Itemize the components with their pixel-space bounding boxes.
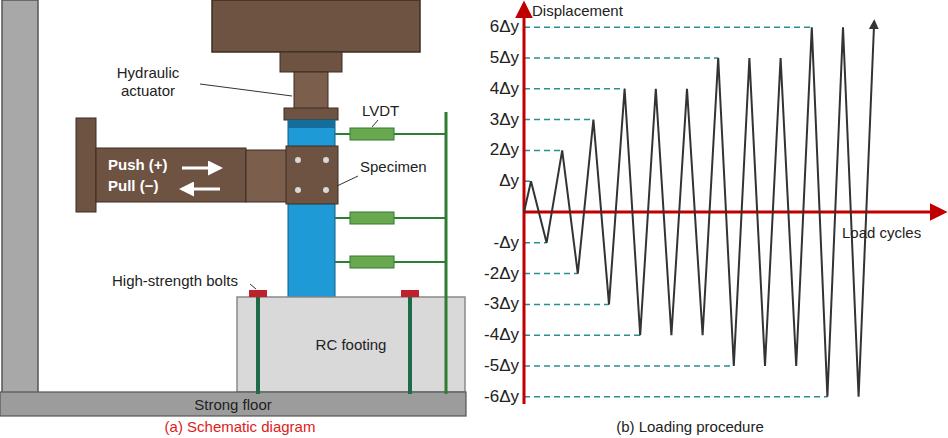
tick-label: 6Δy <box>490 17 519 37</box>
actuator-arm: Push (+)Pull (−) <box>96 148 246 202</box>
node-text: RC footing <box>316 334 387 355</box>
tick-label: -4Δy <box>484 325 519 345</box>
loading-clamp <box>246 150 290 202</box>
lvdt-sensors <box>335 128 446 268</box>
wall-plate <box>76 118 96 212</box>
pull-arrow <box>182 188 220 191</box>
horizontal-actuator <box>96 148 246 202</box>
bolt-nut <box>249 290 267 297</box>
part-label: High-strength bolts <box>112 272 238 290</box>
lvdt-stand <box>445 112 448 394</box>
vertical-actuator-rod <box>294 72 328 112</box>
panel-caption: (b) Loading procedure <box>616 418 764 436</box>
tick-label: 3Δy <box>490 110 519 130</box>
column-clamp <box>286 146 338 204</box>
tick-label: -3Δy <box>484 294 519 314</box>
x-axis <box>524 211 944 214</box>
floor-bar: Strong floor <box>0 392 466 416</box>
tick-label: -5Δy <box>484 356 519 376</box>
node-text: Pull (−) <box>108 175 158 196</box>
load-history <box>524 21 874 397</box>
rc-footing <box>237 297 465 392</box>
vertical-actuator-plate <box>284 108 338 120</box>
push-arrow <box>182 167 220 170</box>
footing-box: RC footing <box>237 297 465 392</box>
tick-label: 2Δy <box>490 140 519 160</box>
tick-label: -6Δy <box>484 387 519 407</box>
axis-title: Displacement <box>532 2 623 20</box>
part-label: Hydraulic actuator <box>102 64 194 100</box>
bolt-nut <box>401 290 419 297</box>
tick-label: -2Δy <box>484 264 519 284</box>
tick-label: 4Δy <box>490 79 519 99</box>
part-label: LVDT <box>362 102 399 120</box>
panel-caption: (a) Schematic diagram <box>165 418 316 436</box>
specimen-cap <box>288 120 335 128</box>
bolt <box>256 292 260 394</box>
strong-floor <box>0 392 466 416</box>
top-beam <box>212 0 420 52</box>
node-text: Push (+) <box>108 154 168 175</box>
vertical-actuator-head <box>280 52 342 72</box>
tick-label: Δy <box>499 171 519 191</box>
leader-lines <box>200 84 378 289</box>
tick-label: -Δy <box>493 233 519 253</box>
bolt <box>408 292 412 394</box>
node-text: Strong floor <box>194 394 272 415</box>
axis-title: Load cycles <box>842 224 921 242</box>
tick-label: 5Δy <box>490 48 519 68</box>
reaction-wall <box>2 0 38 394</box>
part-label: Specimen <box>360 158 427 176</box>
